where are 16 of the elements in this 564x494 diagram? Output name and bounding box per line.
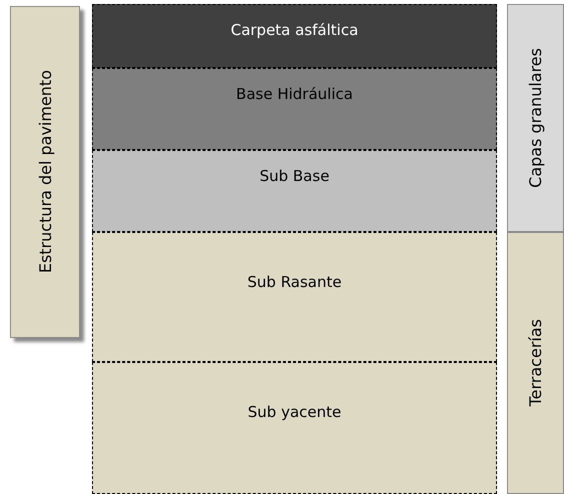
pavement-layer — [92, 4, 497, 68]
layer-label: Sub Rasante — [247, 273, 342, 291]
side-band — [10, 6, 80, 338]
band-label: Capas granulares — [526, 48, 545, 188]
layer-label: Carpeta asfáltica — [230, 21, 358, 39]
pavement-layer — [92, 362, 497, 494]
pavement-layer — [92, 150, 497, 232]
side-band — [507, 232, 564, 494]
pavement-layer — [92, 68, 497, 150]
layer-label: Sub yacente — [248, 403, 342, 421]
layer-label: Base Hidráulica — [236, 85, 353, 103]
side-band — [507, 4, 564, 232]
layer-label: Sub Base — [260, 167, 330, 185]
pavement-layer — [92, 232, 497, 362]
band-label: Estructura del pavimento — [36, 70, 54, 274]
band-label: Terracerías — [526, 319, 545, 407]
